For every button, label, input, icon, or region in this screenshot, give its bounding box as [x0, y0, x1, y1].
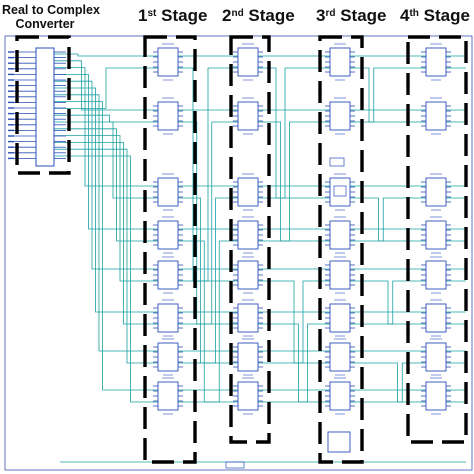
butterfly-block-s3-r4	[325, 216, 355, 254]
butterfly-block-s1-r4	[153, 216, 183, 254]
butterfly-block-s1-r2	[153, 97, 183, 135]
stage-2-dashed-box	[229, 35, 271, 444]
butterfly-block-s3-r2	[325, 97, 355, 135]
butterfly-block-s3-r1	[325, 43, 355, 81]
butterfly-block-s2-r8	[233, 377, 263, 415]
stage-1-to-2-wires	[178, 55, 238, 403]
butterfly-block-s2-r1	[233, 43, 263, 81]
wiring-layer	[54, 53, 466, 463]
butterfly-block-s1-r3	[153, 173, 183, 211]
butterfly-block-s2-r5	[233, 256, 263, 294]
stage-1-label: 1st Stage	[138, 6, 207, 26]
stage-3-label: 3rd Stage	[316, 6, 387, 26]
stage-1-number: 1	[138, 6, 148, 25]
butterfly-block-s1-r1	[153, 43, 183, 81]
converter-label-line1: Real to Complex	[2, 3, 100, 17]
butterfly-block-s2-r3	[233, 173, 263, 211]
stage-4-word: Stage	[423, 6, 470, 25]
stage-2-label: 2nd Stage	[222, 6, 295, 26]
butterfly-block-s2-r4	[233, 216, 263, 254]
butterfly-block-s4-r4	[421, 216, 451, 254]
stage-2-number: 2	[222, 6, 232, 25]
stage-boxes-layer	[15, 35, 468, 464]
stage-1-word: Stage	[161, 6, 208, 25]
stage-4-ordinal: th	[409, 8, 419, 19]
stage-1-dashed-box	[143, 35, 197, 464]
stage-3-ordinal: rd	[325, 8, 336, 19]
butterfly-block-s4-r2	[421, 97, 451, 135]
butterfly-block-s3-r6	[325, 299, 355, 337]
auxiliary-blocks	[225, 157, 351, 469]
butterfly-block-s3-r7	[325, 338, 355, 376]
stage-2-ordinal: nd	[231, 8, 244, 19]
stage-1-ordinal: st	[147, 8, 157, 19]
converter-label-line2: Converter	[15, 17, 75, 31]
butterfly-block-s1-r5	[153, 256, 183, 294]
converter-label: Real to Complex Converter	[2, 3, 100, 31]
stage-2-to-3-wires	[258, 55, 330, 403]
butterfly-block-s2-r2	[233, 97, 263, 135]
butterfly-block-s1-r7	[153, 338, 183, 376]
butterfly-block-s4-r7	[421, 338, 451, 376]
butterfly-block-s2-r6	[233, 299, 263, 337]
stage-4-dashed-box	[406, 35, 468, 444]
stage-2-word: Stage	[248, 6, 295, 25]
butterfly-block-s4-r3	[421, 173, 451, 211]
butterfly-block-s3-r8	[325, 377, 355, 415]
stage-4-label: 4th Stage	[400, 6, 470, 26]
butterfly-block-s4-r8	[421, 377, 451, 415]
butterfly-block-s3-r5	[325, 256, 355, 294]
butterfly-block-s1-r6	[153, 299, 183, 337]
stage-4-number: 4	[400, 6, 410, 25]
butterfly-block-s4-r1	[421, 43, 451, 81]
butterfly-block-s1-r8	[153, 377, 183, 415]
stage-3-dashed-box	[318, 35, 364, 464]
converter-wires	[54, 53, 158, 403]
butterfly-block-s3-r3	[325, 173, 355, 211]
stage-3-word: Stage	[340, 6, 387, 25]
output-wires	[446, 55, 466, 403]
butterfly-block-s4-r6	[421, 299, 451, 337]
stage-3-number: 3	[316, 6, 326, 25]
butterfly-blocks-layer	[8, 43, 451, 469]
butterfly-block-s2-r7	[233, 338, 263, 376]
butterfly-block-s4-r5	[421, 256, 451, 294]
